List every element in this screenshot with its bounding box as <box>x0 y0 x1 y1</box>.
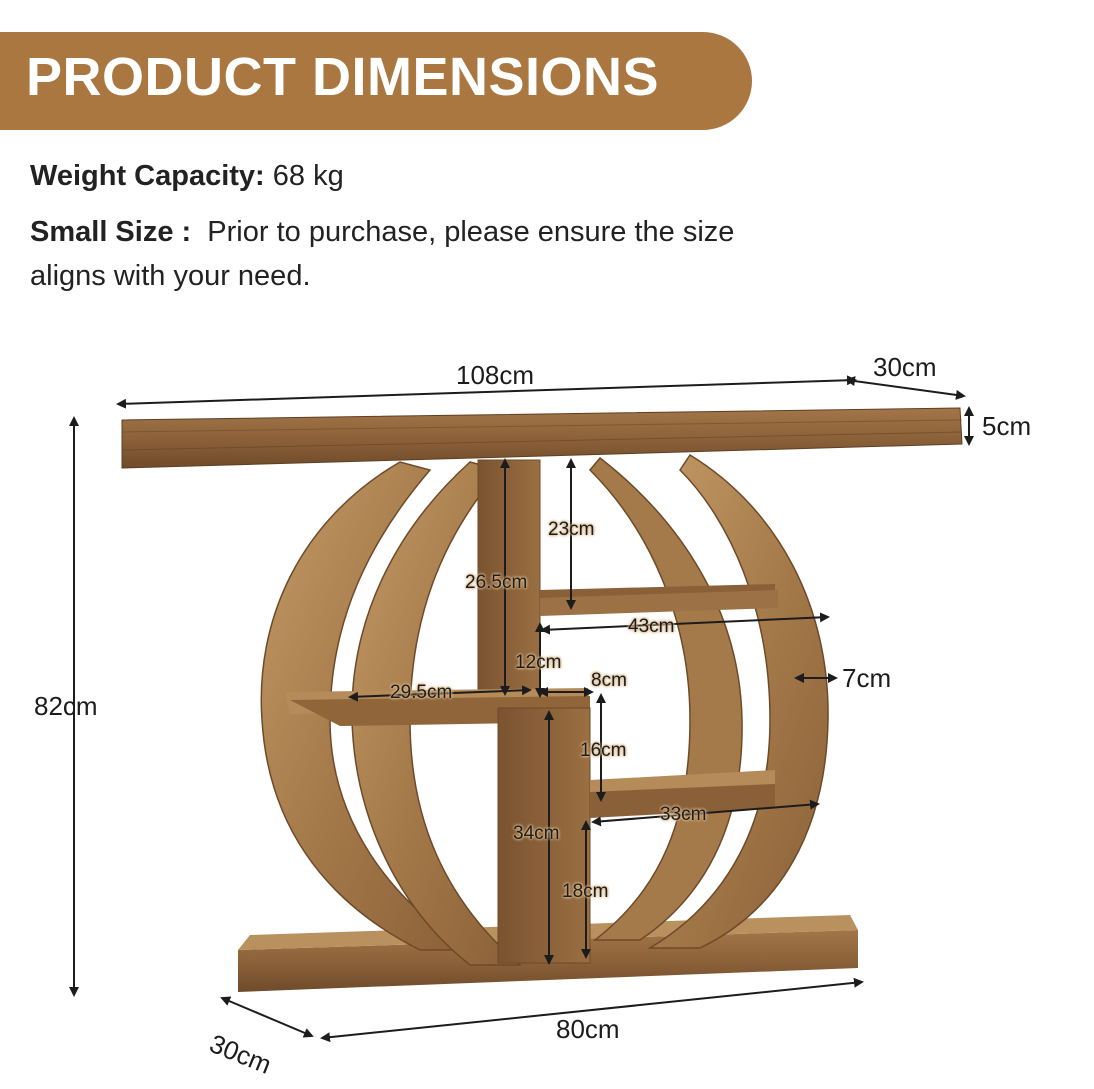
total-height-label: 82cm <box>34 691 98 721</box>
double-arrow-icon <box>220 996 314 1038</box>
double-arrow-icon <box>116 375 857 409</box>
size-note-text-2: aligns with your need. <box>30 260 311 292</box>
size-note-line-1: Small Size : Prior to purchase, please e… <box>30 216 734 249</box>
mid-shelf-height-label: 16cm <box>580 740 627 761</box>
double-arrow-icon <box>320 977 864 1043</box>
title-banner <box>0 32 752 130</box>
double-arrow-icon <box>591 799 820 827</box>
dimension-arrows <box>69 375 974 1043</box>
size-note-label: Small Size : <box>30 216 192 248</box>
banner-title: PRODUCT DIMENSIONS <box>26 47 660 107</box>
tabletop <box>121 407 963 469</box>
weight-capacity-label: Weight Capacity: <box>30 160 265 192</box>
size-note-line-2: aligns with your need. <box>30 260 311 293</box>
weight-capacity-value: 68 kg <box>272 160 344 192</box>
size-note-text-1: Prior to purchase, please ensure the siz… <box>207 216 735 248</box>
double-arrow-icon <box>845 376 966 400</box>
ring-thickness-label: 7cm <box>842 663 892 693</box>
upper-shelf-height-label: 23cm <box>548 519 595 540</box>
double-arrow-icon <box>348 685 532 702</box>
bottom-shelf-height-label: 18cm <box>562 881 609 902</box>
weight-capacity-line: Weight Capacity: 68 kg <box>30 160 344 193</box>
base-width-label: 80cm <box>556 1014 620 1044</box>
inner-right-arc <box>588 456 743 941</box>
lower-shelf-width-label: 33cm <box>660 804 707 825</box>
outer-left-arc <box>260 461 473 951</box>
upper-shelf-width-label: 43cm <box>628 616 675 637</box>
lower-post-height-label: 34cm <box>513 823 560 844</box>
center-post-height-label: 26.5cm <box>465 572 528 593</box>
top-thickness-label: 5cm <box>982 411 1032 441</box>
left-shelf-width-label: 29.5cm <box>390 682 453 703</box>
upper-right-shelf <box>540 584 778 616</box>
post-gap-label: 8cm <box>591 670 627 691</box>
inner-left-arc <box>351 461 523 966</box>
double-arrow-icon <box>540 612 830 635</box>
top-width-label: 108cm <box>456 360 535 390</box>
top-depth-label: 30cm <box>873 352 937 382</box>
gap-height-label: 12cm <box>515 652 562 673</box>
